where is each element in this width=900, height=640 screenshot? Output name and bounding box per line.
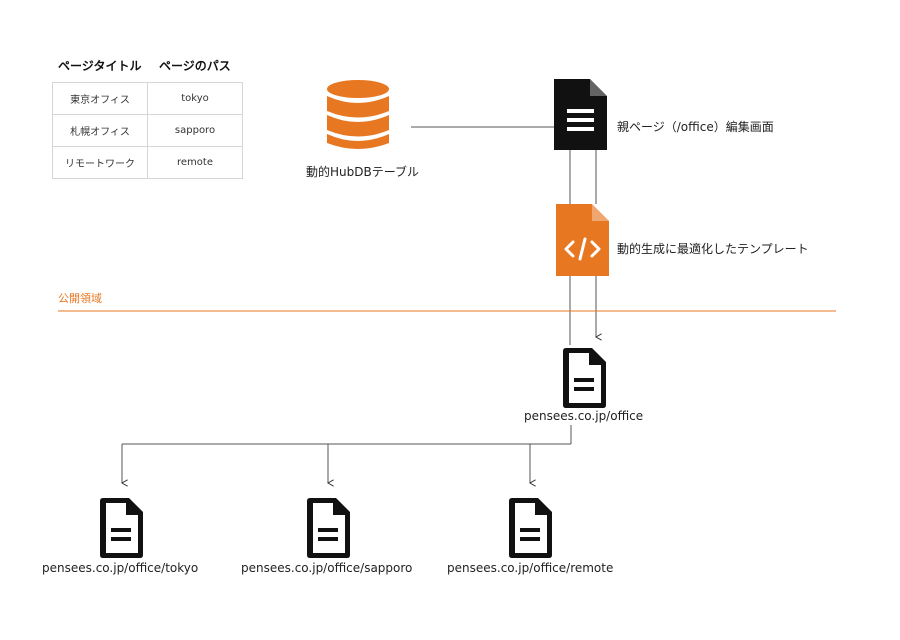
page-table: 東京オフィス tokyo 札幌オフィス sapporo リモートワーク remo… [52,82,243,179]
table-cell-path: tokyo [147,82,243,115]
office-page-label: pensees.co.jp/office [524,409,644,423]
document-icon [509,498,552,558]
document-icon [554,79,607,150]
connector-lines [122,126,596,483]
document-icon [100,498,143,558]
table-header-path: ページのパス [159,59,231,73]
child-page-label-remote: pensees.co.jp/office/remote [447,561,614,575]
table-header-title: ページタイトル [58,59,142,73]
table-row: リモートワーク remote [52,146,243,179]
table-cell-title: リモートワーク [52,146,148,179]
table-row: 東京オフィス tokyo [52,82,243,115]
document-icon [307,498,350,558]
database-label: 動的HubDBテーブル [306,165,419,179]
database-icon [327,80,389,149]
public-area-label: 公開領域 [58,292,102,305]
table-cell-path: remote [147,146,243,179]
document-icon [563,348,606,408]
child-page-label-tokyo: pensees.co.jp/office/tokyo [42,561,199,575]
child-page-label-sapporo: pensees.co.jp/office/sapporo [241,561,413,575]
code-document-icon [556,204,609,276]
parent-page-label: 親ページ（/office）編集画面 [617,120,774,134]
template-label: 動的生成に最適化したテンプレート [617,242,809,256]
